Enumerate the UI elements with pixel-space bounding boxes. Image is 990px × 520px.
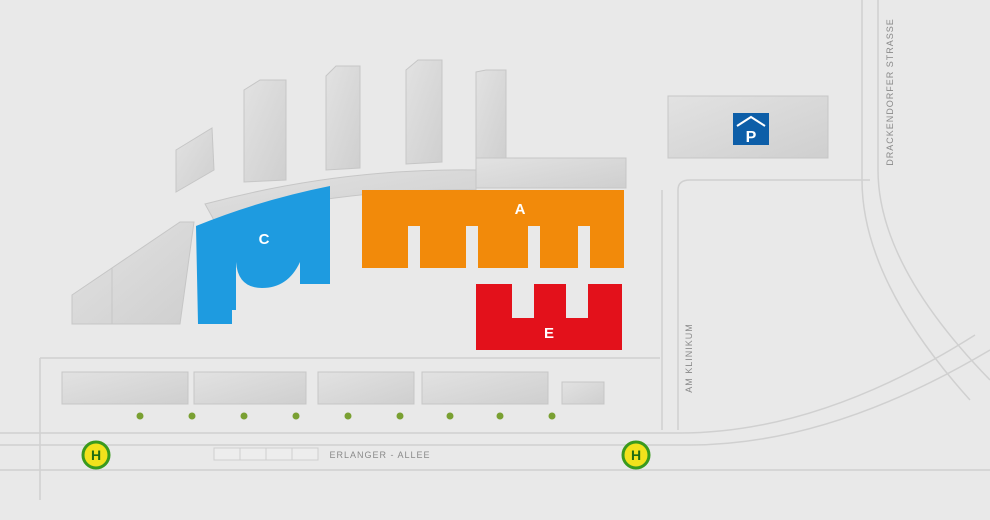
building-e-shape [476, 284, 622, 350]
street-label-am-klinikum: AM KLINIKUM [684, 323, 694, 393]
tree-4 [292, 412, 300, 420]
building-e-label: E [544, 325, 554, 342]
parking-garage-icon[interactable]: P [733, 113, 769, 146]
tree-5 [344, 412, 352, 420]
tree-6 [396, 412, 404, 420]
tree-9 [548, 412, 556, 420]
tree-7 [446, 412, 454, 420]
building-e[interactable]: E [476, 284, 622, 350]
building-c[interactable]: C [196, 186, 330, 324]
street-label-drackendorfer-strasse: DRACKENDORFER STRASSE [885, 18, 895, 166]
gray-buildings [61, 59, 829, 405]
tree-2 [188, 412, 196, 420]
bus-stop-west[interactable]: H [81, 440, 111, 470]
svg-text:H: H [631, 447, 641, 463]
street-sign-bar [213, 447, 319, 461]
svg-text:P: P [746, 129, 757, 146]
street-label-erlanger-allee: ERLANGER - ALLEE [329, 450, 430, 460]
building-a[interactable]: A [362, 190, 624, 268]
building-a-label: A [515, 201, 526, 218]
tree-1 [136, 412, 144, 420]
building-c-shape [196, 186, 330, 324]
building-c-label: C [259, 231, 270, 248]
building-a-shape [362, 190, 624, 268]
tree-row [136, 412, 556, 420]
svg-text:H: H [91, 447, 101, 463]
road-network [0, 0, 990, 500]
tree-3 [240, 412, 248, 420]
bus-stop-east[interactable]: H [621, 440, 651, 470]
tree-8 [496, 412, 504, 420]
